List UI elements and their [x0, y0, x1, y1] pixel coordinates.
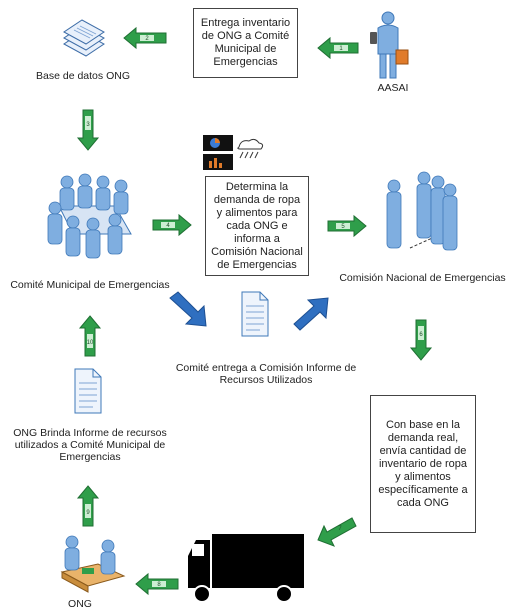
step-arrow-7: 7	[317, 517, 357, 547]
step-7-number: 7	[338, 526, 342, 532]
step-8-number: 8	[157, 582, 161, 588]
step-arrow-4: 4	[152, 213, 192, 237]
step-4-number: 4	[166, 223, 170, 229]
truck-icon	[188, 534, 304, 603]
ong-brinda-informe-caption: ONG Brinda Informe de recursos utilizado…	[13, 427, 167, 463]
ong-report-document-icon	[74, 368, 102, 414]
step-arrow-3: 3	[76, 109, 100, 151]
aasai-person-icon	[370, 11, 409, 79]
comite-meeting-icon	[47, 173, 132, 259]
entrega-inventario-text: Entrega inventario de ONG a Comité Munic…	[200, 17, 291, 68]
step-6-number: 6	[419, 332, 423, 338]
report-document-icon	[241, 291, 269, 337]
determina-demanda-box: Determina la demanda de ropa y alimentos…	[205, 176, 309, 276]
step-arrow-8: 8	[135, 572, 179, 596]
report-arrow-left	[169, 291, 207, 327]
step-3-number: 3	[86, 122, 90, 128]
comite-municipal-label: Comité Municipal de Emergencias	[10, 279, 170, 291]
comision-nacional-group-icon	[386, 171, 458, 251]
comision-nacional-label: Comisión Nacional de Emergencias	[339, 272, 506, 284]
step-arrow-2: 2	[123, 26, 167, 50]
data-charts-icon	[203, 135, 264, 170]
step-9-number: 9	[86, 510, 90, 516]
comite-entrega-informe-caption: Comité entrega a Comisión Informe de Rec…	[175, 362, 357, 386]
determina-demanda-text: Determina la demanda de ropa y alimentos…	[211, 180, 303, 271]
step-arrow-5: 5	[327, 214, 367, 238]
base-de-datos-label: Base de datos ONG	[36, 70, 130, 82]
ong-desk-icon	[60, 535, 126, 593]
aasai-label: AASAI	[377, 82, 409, 94]
step-arrow-9: 9	[76, 485, 100, 527]
step-1-number: 1	[339, 46, 343, 52]
step-arrow-1: 1	[317, 36, 359, 60]
step-2-number: 2	[145, 36, 149, 42]
step-arrow-6: 6	[409, 319, 433, 361]
report-arrow-right	[293, 297, 329, 331]
ong-label: ONG	[68, 598, 92, 610]
envia-cantidad-text: Con base en la demanda real, envía canti…	[378, 418, 468, 509]
database-stack-icon	[63, 19, 105, 57]
step-5-number: 5	[341, 224, 345, 230]
entrega-inventario-box: Entrega inventario de ONG a Comité Munic…	[193, 8, 298, 78]
step-10-number: 10	[87, 340, 94, 346]
envia-cantidad-box: Con base en la demanda real, envía canti…	[370, 395, 476, 533]
step-arrow-10: 10	[78, 315, 102, 357]
